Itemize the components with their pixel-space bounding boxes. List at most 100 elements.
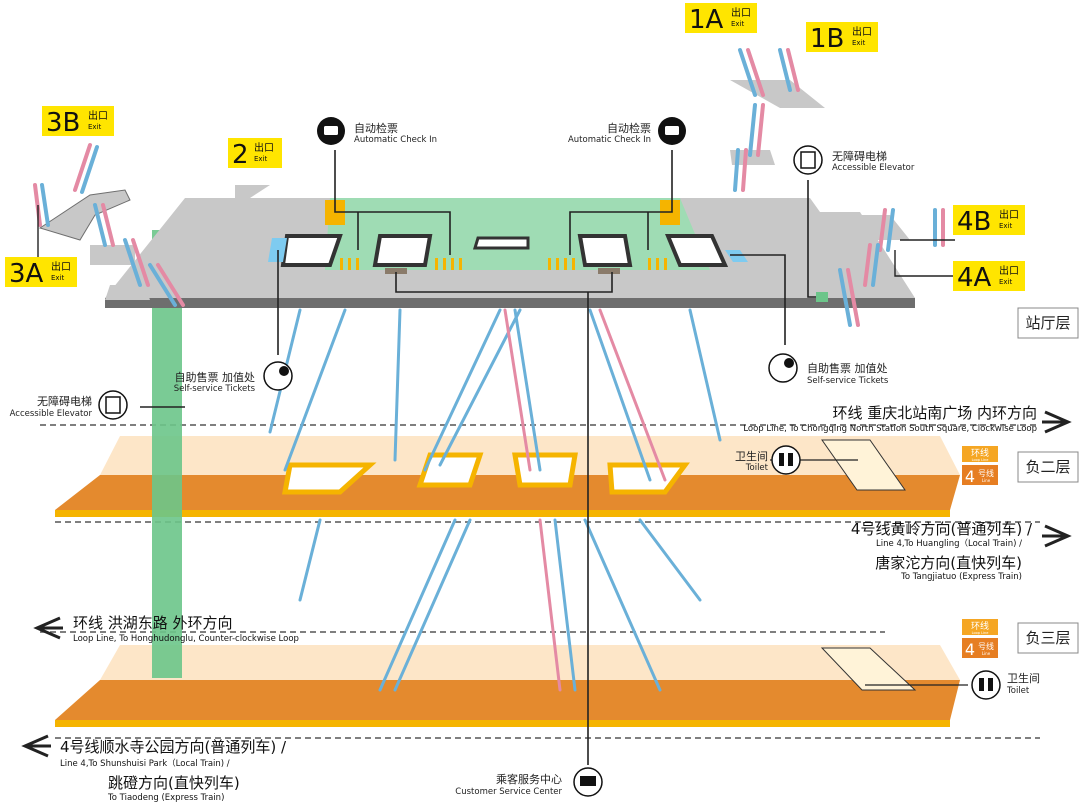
escalator xyxy=(588,308,652,482)
escalator xyxy=(423,308,502,472)
badge-line4-num: 4 xyxy=(965,640,975,659)
escalator xyxy=(438,308,522,467)
badge-line4-en: Line xyxy=(982,651,991,656)
badge-loop-en: Loop Line xyxy=(972,458,989,462)
direction-line4-west-zh2: 跳磴方向(直快列车) xyxy=(108,774,240,792)
direction-loop-cw-zh: 环线 重庆北站南广场 内环方向 xyxy=(832,404,1037,422)
exit-en: Exit xyxy=(999,222,1013,230)
floor-box-concourse xyxy=(1017,307,1079,339)
checkin-left-zh: 自动检票 xyxy=(354,121,398,135)
elevator-left-zh: 无障碍电梯 xyxy=(37,394,92,408)
concourse-opening-2 xyxy=(372,234,433,267)
exit-number: 3B xyxy=(46,108,80,138)
toilet-icon xyxy=(971,670,1001,700)
exit-number: 1A xyxy=(689,5,724,35)
escalator xyxy=(393,518,472,692)
exit-en: Exit xyxy=(51,274,65,282)
service-zh: 乘客服务中心 xyxy=(496,772,562,786)
floor-box-b3 xyxy=(1017,622,1079,654)
elevator-top-label: 无障碍电梯 Accessible Elevator xyxy=(793,145,915,175)
checkin-left-label: 自动检票 Automatic Check In xyxy=(317,117,437,145)
elevator-left-label: 无障碍电梯 Accessible Elevator xyxy=(10,390,128,420)
direction-line4-west-en1: Line 4,To Shunshuisi Park（Local Train) / xyxy=(60,758,230,769)
b2-platform-edge xyxy=(55,510,950,517)
toilet-b2-label: 卫生间 Toilet xyxy=(735,445,801,475)
exit-zh: 出口 xyxy=(999,208,1019,221)
floor-box-b2 xyxy=(1017,451,1079,483)
b2-platform-front xyxy=(55,475,960,510)
toilet-b3-en: Toilet xyxy=(1006,686,1030,696)
badge-line4-b3 xyxy=(962,638,998,658)
b3-platform-top xyxy=(100,645,960,680)
direction-line4-east-zh1: 4号线黄岭方向(普通列车) / xyxy=(851,520,1033,538)
direction-line4-east: 4号线黄岭方向(普通列车) / Line 4,To Huangling（Loca… xyxy=(851,520,1072,582)
tickets-right-en: Self-service Tickets xyxy=(807,376,889,386)
direction-line4-west-zh1: 4号线顺水寺公园方向(普通列车) / xyxy=(60,738,287,756)
escalator xyxy=(298,518,322,602)
service-en: Customer Service Center xyxy=(455,787,562,797)
exit-badge-bg xyxy=(685,3,757,33)
concourse-opening-3 xyxy=(472,236,530,250)
direction-line4-east-en2: To Tangjiatuo (Express Train) xyxy=(900,572,1022,582)
b3-platform-edge xyxy=(55,720,950,727)
direction-line4-west: 4号线顺水寺公园方向(普通列车) / Line 4,To Shunshuisi … xyxy=(21,734,287,803)
escalator xyxy=(503,308,532,472)
badge-loop-zh: 环线 xyxy=(971,447,989,459)
exit-number: 4B xyxy=(957,207,991,237)
toilet-b2-zh: 卫生间 xyxy=(735,449,768,463)
exit-en: Exit xyxy=(254,155,268,163)
arrow-right-icon xyxy=(1044,410,1072,434)
arrow-right-icon xyxy=(1044,524,1072,548)
exit-number: 3A xyxy=(9,259,44,289)
concourse-edge xyxy=(105,298,915,308)
exit-4-deck xyxy=(860,215,910,240)
ticket-machine-strip xyxy=(725,250,748,262)
badge-line4-zh: 号线 xyxy=(978,468,994,478)
exit-en: Exit xyxy=(88,123,102,131)
exit-1-deck xyxy=(730,80,825,108)
concourse-level xyxy=(105,150,915,765)
escalator xyxy=(583,518,662,692)
exit-zh: 出口 xyxy=(731,6,751,19)
exit-number: 2 xyxy=(232,140,249,170)
elevator-top-zh: 无障碍电梯 xyxy=(832,149,887,163)
toilet-b2-en: Toilet xyxy=(745,463,769,473)
exit-badge-bg xyxy=(228,138,282,168)
exit-zh: 出口 xyxy=(51,260,71,273)
direction-loop-cw-en: Loop Line, To Chongqing North Station So… xyxy=(743,424,1037,434)
b3-level xyxy=(55,645,968,727)
direction-loop-ccw-en: Loop Line, To Honghudonglu, Counter-cloc… xyxy=(73,634,299,644)
exit-3-deck xyxy=(105,285,150,300)
floor-labels: 站厅层 负二层 负三层 xyxy=(1017,307,1079,654)
tickets-right-zh: 自助售票 加值处 xyxy=(807,361,888,375)
badge-line4-num: 4 xyxy=(965,467,975,486)
exit-en: Exit xyxy=(731,20,745,28)
b2-opening-2 xyxy=(416,452,484,488)
service-counter xyxy=(598,268,620,274)
badge-line4-en: Line xyxy=(982,478,991,483)
concourse-opening-1 xyxy=(280,234,343,267)
b2-level xyxy=(55,436,960,517)
checkin-right-label: 自动检票 Automatic Check In xyxy=(568,117,686,145)
exit-zh: 出口 xyxy=(88,109,108,122)
exit-zh: 出口 xyxy=(999,264,1019,277)
escalator xyxy=(538,518,562,692)
tickets-right-label: 自助售票 加值处 Self-service Tickets xyxy=(768,353,889,386)
service-center-label: 乘客服务中心 Customer Service Center xyxy=(455,767,603,797)
exit-badge-bg xyxy=(806,22,878,52)
direction-loop-ccw: 环线 洪湖东路 外环方向 Loop Line, To Honghudonglu,… xyxy=(33,614,299,644)
escalator xyxy=(598,308,667,482)
elevator-icon xyxy=(793,145,823,175)
exit-en: Exit xyxy=(999,278,1013,286)
exit-badge-bg xyxy=(953,261,1025,291)
b3-toilet-room xyxy=(820,647,917,691)
exit-number: 4A xyxy=(957,263,992,293)
elevator-top-en: Accessible Elevator xyxy=(832,163,915,173)
line-badges-b2: 环线 Loop Line 4 号线 Line xyxy=(962,446,998,486)
